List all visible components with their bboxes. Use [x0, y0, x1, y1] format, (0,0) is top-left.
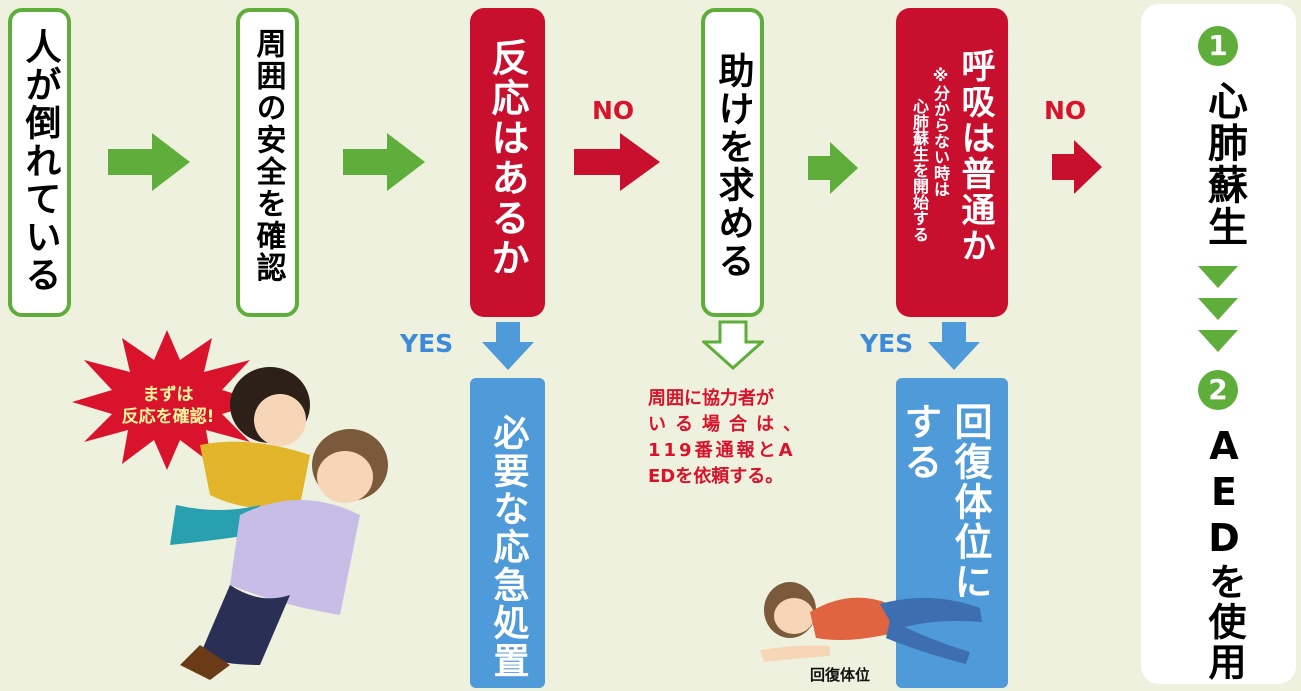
number-badge-1: 1: [1198, 26, 1238, 66]
starburst-line-2: 反応を確認!: [121, 407, 215, 427]
step-check-safety: 周囲の安全を確認: [236, 8, 299, 317]
step-check-breathing-note-2: 心肺蘇生を開始する: [910, 98, 929, 242]
step-check-breathing-label: 呼吸は普通か: [955, 48, 995, 264]
final-cpr-label: 心肺蘇生: [1201, 80, 1247, 248]
final-aed-label: AEDを使用: [1202, 424, 1246, 682]
help-note-line-4: EDを依頼する。: [648, 466, 784, 487]
arrow-down-yes-1: [482, 322, 534, 370]
step-call-for-help-label: 助けを求める: [712, 52, 754, 280]
step-check-breathing: 呼吸は普通か ※分からない時は 心肺蘇生を開始する: [896, 8, 1008, 317]
result-recovery-label-1: 回復体位に: [948, 402, 992, 602]
arrow-right-no-1: [574, 133, 660, 191]
result-recovery-label-2: する: [898, 402, 942, 482]
help-note-line-1: 周囲に協力者が: [648, 388, 774, 409]
yes-label-1: YES: [400, 329, 454, 358]
down-arrows: [1198, 266, 1238, 352]
starburst-icon: [72, 330, 262, 470]
no-label-1: NO: [592, 96, 635, 125]
step-call-for-help: 助けを求める: [701, 8, 764, 317]
step-check-response-label: 反応はあるか: [485, 38, 529, 278]
arrow-right-2: [343, 133, 425, 191]
number-badge-2: 2: [1198, 370, 1238, 410]
arrow-right-no-2: [1052, 140, 1102, 194]
rescuer-illustration: [170, 367, 388, 680]
step-person-down-label: 人が倒れている: [19, 28, 61, 294]
number-badge-2-text: 2: [1208, 373, 1228, 406]
step-check-safety-label: 周囲の安全を確認: [250, 28, 286, 284]
result-first-aid: 必要な応急処置: [470, 378, 545, 688]
arrow-right-3: [808, 142, 858, 194]
yes-label-2: YES: [860, 329, 914, 358]
number-badge-1-text: 1: [1208, 29, 1228, 62]
recovery-caption: 回復体位: [810, 666, 871, 684]
step-check-breathing-note-1: ※分からない時は: [931, 66, 950, 197]
starburst-text: まずは 反応を確認!: [88, 384, 248, 428]
help-note-line-3: 119番通報とA: [648, 440, 796, 461]
final-panel: 1 心肺蘇生 2 AEDを使用: [1141, 4, 1296, 684]
help-note: 周囲に協力者が いる場合は、 119番通報とA EDを依頼する。: [648, 386, 828, 490]
arrow-down-help: [702, 320, 764, 370]
step-person-down: 人が倒れている: [8, 8, 71, 317]
recovery-position-illustration: [760, 582, 982, 664]
step-check-response: 反応はあるか: [470, 8, 545, 317]
arrow-right-1: [108, 133, 190, 191]
no-label-2: NO: [1044, 96, 1087, 125]
arrow-down-yes-2: [928, 322, 980, 370]
result-first-aid-label: 必要な応急処置: [487, 414, 529, 680]
starburst-line-1: まずは: [142, 385, 194, 405]
help-note-line-2: いる場合は、: [648, 414, 810, 435]
